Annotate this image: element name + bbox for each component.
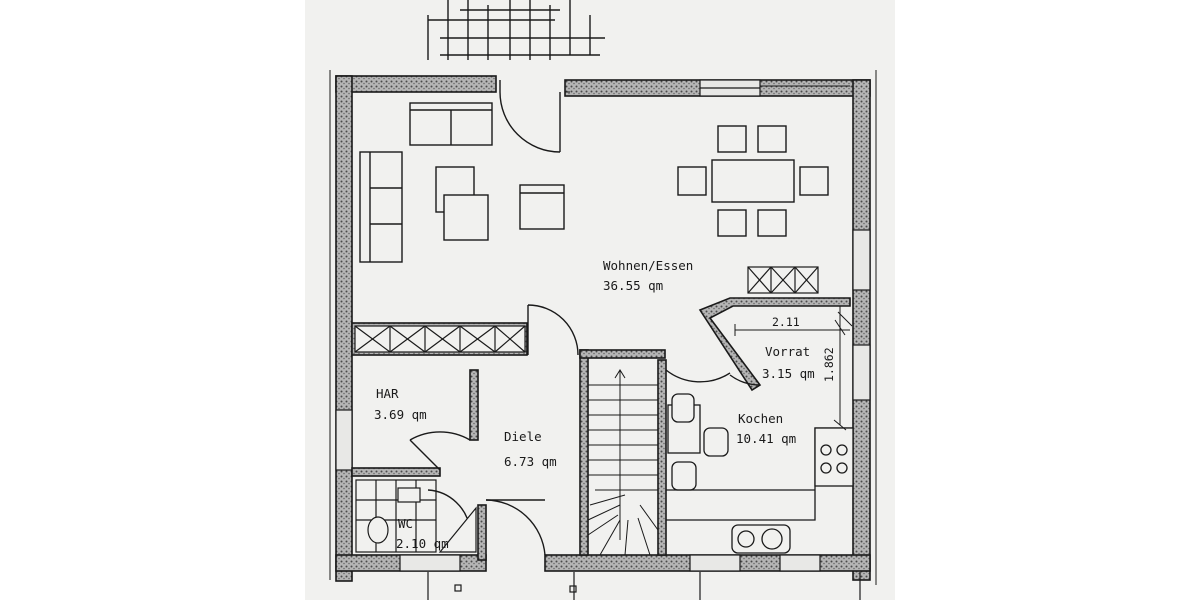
staircase <box>587 369 659 556</box>
room-name-wc: WC <box>398 516 413 531</box>
room-name-wohnen: Wohnen/Essen <box>603 258 693 273</box>
room-name-kochen: Kochen <box>738 411 783 426</box>
room-area-vorrat: 3.15 qm <box>762 366 815 381</box>
terrace-grid <box>427 0 605 60</box>
room-name-har: HAR <box>376 386 399 401</box>
outer-outline <box>329 70 877 585</box>
room-area-har: 3.69 qm <box>374 407 427 422</box>
room-area-wohnen: 36.55 qm <box>603 278 663 293</box>
living-furniture <box>359 102 829 263</box>
room-area-kochen: 10.41 qm <box>736 431 796 446</box>
bottom-marks <box>427 572 861 600</box>
built-in-cabinets <box>354 266 819 353</box>
window-marks <box>335 79 871 572</box>
dimension-vorrat-depth: 1.862 <box>822 347 836 382</box>
wc-fixtures <box>355 479 477 553</box>
dimension-lines <box>734 306 853 431</box>
dimension-vorrat-width: 2.11 <box>772 315 800 329</box>
kitchen-fixtures <box>666 393 854 554</box>
door-swings <box>409 80 761 556</box>
room-area-wc: 2.10 qm <box>396 536 449 551</box>
room-labels: Wohnen/Essen 36.55 qm HAR 3.69 qm Diele … <box>374 258 836 551</box>
room-area-diele: 6.73 qm <box>504 454 557 469</box>
room-name-diele: Diele <box>504 429 542 444</box>
room-name-vorrat: Vorrat <box>765 344 810 359</box>
